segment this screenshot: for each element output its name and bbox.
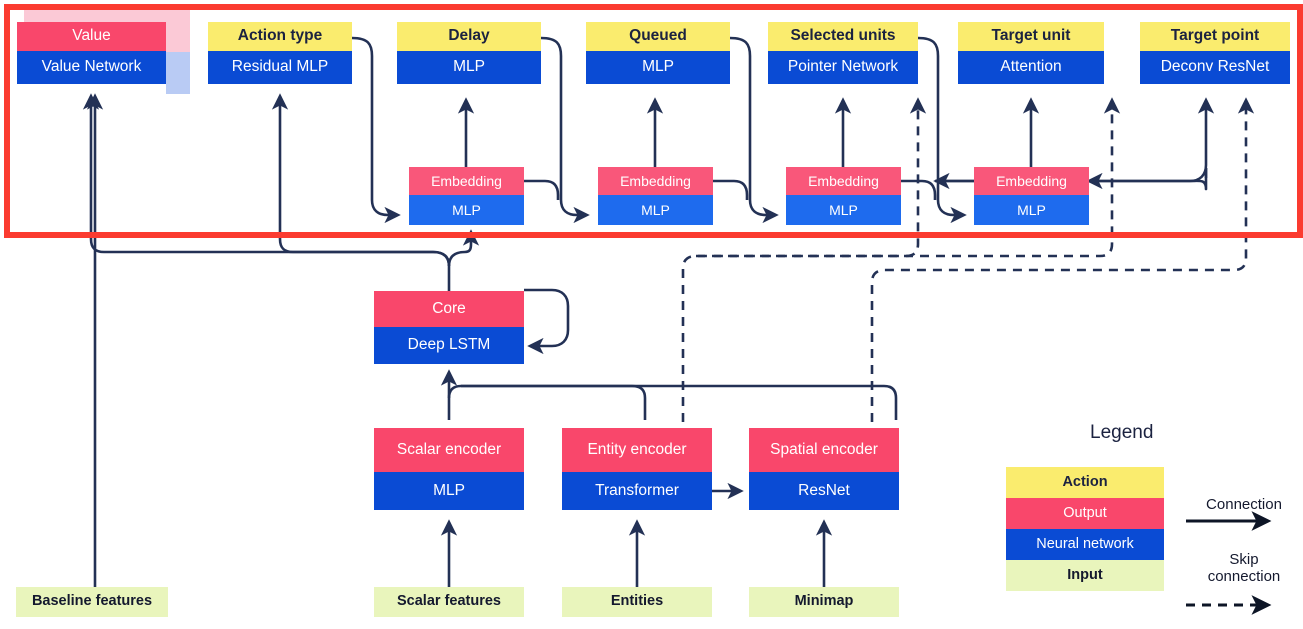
head-delay-network-label: MLP [397, 51, 541, 84]
head-delay[interactable]: Delay MLP [397, 22, 541, 84]
head-value-action-label: Value [17, 22, 166, 51]
head-target-point[interactable]: Target point Deconv ResNet [1140, 22, 1290, 84]
core-output-label: Core [374, 291, 524, 327]
encoder-spatial[interactable]: Spatial encoder ResNet [749, 428, 899, 510]
legend-swatch-stack: Action Output Neural network Input [1006, 467, 1164, 591]
legend-skip-label-line2: connection [1207, 568, 1281, 586]
head-value[interactable]: Value Value Network [17, 22, 166, 84]
head-target-point-action-label: Target point [1140, 22, 1290, 51]
embedding-3-network-label: MLP [786, 195, 901, 225]
head-action-type-action-label: Action type [208, 22, 352, 51]
embedding-4-output-label: Embedding [974, 167, 1089, 195]
input-entities-label: Entities [562, 587, 712, 617]
encoder-entity-output-label: Entity encoder [562, 428, 712, 472]
encoder-spatial-network-label: ResNet [749, 472, 899, 510]
embedding-1-output-label: Embedding [409, 167, 524, 195]
legend-skip-label: Skip connection [1180, 551, 1303, 586]
input-scalar-features[interactable]: Scalar features [374, 587, 524, 617]
head-target-unit-action-label: Target unit [958, 22, 1104, 51]
encoder-entity[interactable]: Entity encoder Transformer [562, 428, 712, 510]
legend-skip-label-line1: Skip [1229, 551, 1259, 568]
input-entities[interactable]: Entities [562, 587, 712, 617]
encoder-spatial-output-label: Spatial encoder [749, 428, 899, 472]
input-minimap-label: Minimap [749, 587, 899, 617]
input-baseline-features-label: Baseline features [16, 587, 168, 617]
head-queued[interactable]: Queued MLP [586, 22, 730, 84]
encoder-scalar-output-label: Scalar encoder [374, 428, 524, 472]
head-action-type[interactable]: Action type Residual MLP [208, 22, 352, 84]
head-selected-units-action-label: Selected units [768, 22, 918, 51]
encoder-scalar[interactable]: Scalar encoder MLP [374, 428, 524, 510]
embedding-block-1[interactable]: Embedding MLP [409, 167, 524, 225]
head-delay-action-label: Delay [397, 22, 541, 51]
head-action-type-network-label: Residual MLP [208, 51, 352, 84]
legend-swatch-neural-network: Neural network [1006, 529, 1164, 560]
head-queued-action-label: Queued [586, 22, 730, 51]
legend-swatch-output: Output [1006, 498, 1164, 529]
embedding-3-output-label: Embedding [786, 167, 901, 195]
encoder-scalar-network-label: MLP [374, 472, 524, 510]
input-baseline-features[interactable]: Baseline features [16, 587, 168, 617]
head-selected-units[interactable]: Selected units Pointer Network [768, 22, 918, 84]
legend-swatch-action: Action [1006, 467, 1164, 498]
embedding-2-network-label: MLP [598, 195, 713, 225]
core-network-label: Deep LSTM [374, 327, 524, 364]
embedding-1-network-label: MLP [409, 195, 524, 225]
head-target-point-network-label: Deconv ResNet [1140, 51, 1290, 84]
legend-connection-label: Connection [1206, 496, 1282, 513]
embedding-block-2[interactable]: Embedding MLP [598, 167, 713, 225]
embedding-4-network-label: MLP [974, 195, 1089, 225]
input-scalar-features-label: Scalar features [374, 587, 524, 617]
legend-title: Legend [1090, 422, 1154, 443]
head-target-unit[interactable]: Target unit Attention [958, 22, 1104, 84]
legend-swatch-input: Input [1006, 560, 1164, 591]
embedding-block-3[interactable]: Embedding MLP [786, 167, 901, 225]
core-block[interactable]: Core Deep LSTM [374, 291, 524, 364]
encoder-entity-network-label: Transformer [562, 472, 712, 510]
head-value-network-label: Value Network [17, 51, 166, 84]
head-queued-network-label: MLP [586, 51, 730, 84]
embedding-block-4[interactable]: Embedding MLP [974, 167, 1089, 225]
highlight-region-border [4, 4, 1303, 238]
embedding-2-output-label: Embedding [598, 167, 713, 195]
head-target-unit-network-label: Attention [958, 51, 1104, 84]
input-minimap[interactable]: Minimap [749, 587, 899, 617]
head-selected-units-network-label: Pointer Network [768, 51, 918, 84]
